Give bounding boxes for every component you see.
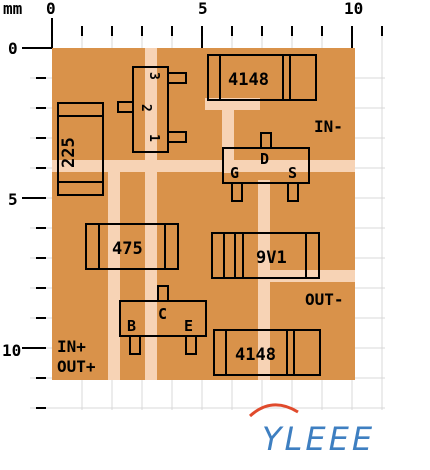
y-label-10: 10 [2, 341, 21, 360]
ruler-unit: mm [3, 0, 23, 18]
r1-label: 475 [112, 239, 143, 259]
c1-capacitor [57, 102, 104, 196]
out-plus-label: OUT+ [57, 357, 96, 376]
q3-pin-e: E [184, 317, 193, 335]
logo-arc [248, 403, 299, 418]
y-label-5: 5 [8, 190, 18, 209]
z1-zener [211, 232, 320, 279]
ylee-logo: YLEEE [248, 403, 375, 458]
x-label-10: 10 [344, 0, 363, 18]
q1-pin-2: 2 [138, 104, 153, 112]
q3-pin-b: B [127, 317, 136, 335]
q1-pin-3: 3 [146, 72, 161, 80]
q3-transistor [119, 285, 207, 355]
q1-pin-1: 1 [146, 134, 161, 142]
r1-resistor [85, 223, 179, 270]
out-minus-label: OUT- [305, 290, 344, 309]
in-minus-label: IN- [314, 117, 343, 136]
q1-transistor [117, 66, 187, 153]
x-label-5: 5 [198, 0, 208, 18]
trace [222, 98, 234, 173]
c1-label: 225 [59, 137, 79, 168]
q2-pin-d: D [260, 150, 269, 168]
q2-pin-s: S [288, 164, 297, 182]
z1-label: 9V1 [256, 248, 287, 268]
d1-label: 4148 [228, 70, 269, 90]
d2-diode [213, 329, 321, 376]
trace [52, 160, 355, 172]
trace [145, 48, 157, 183]
q3-pin-c: C [158, 305, 167, 323]
logo-text: YLEEE [262, 420, 375, 458]
x-label-0: 0 [46, 0, 56, 18]
in-plus-label: IN+ [57, 337, 86, 356]
q2-mosfet [222, 132, 310, 202]
ruler-axes [22, 18, 53, 49]
q2-pin-g: G [230, 164, 239, 182]
y-label-0: 0 [8, 39, 18, 58]
d1-diode [207, 54, 317, 101]
d2-label: 4148 [235, 345, 276, 365]
